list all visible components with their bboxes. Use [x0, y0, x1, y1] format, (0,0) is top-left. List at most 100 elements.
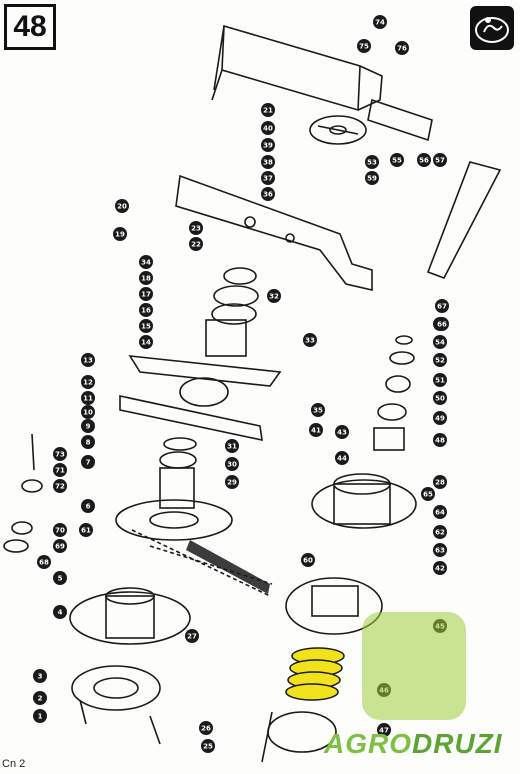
callout-bubble [81, 455, 95, 469]
callout-label: 15 [141, 323, 151, 331]
watermark-brand: AGRODRUZI [324, 728, 503, 760]
callout-label: 68 [39, 559, 49, 567]
callout-label: 26 [201, 725, 211, 733]
callout-bubble [139, 287, 153, 301]
callout-label: 30 [227, 461, 237, 469]
callout-bubble [335, 451, 349, 465]
callout-label: 43 [337, 429, 347, 437]
callout-bubble [81, 391, 95, 405]
callout-label: 57 [435, 157, 445, 165]
callout-bubble [115, 199, 129, 213]
callout-label: 51 [435, 377, 445, 385]
callout-label: 52 [435, 357, 445, 365]
callout-label: 25 [203, 743, 213, 751]
callout-bubble [53, 447, 67, 461]
callout-bubble [139, 271, 153, 285]
callout-bubble [373, 15, 387, 29]
callout-label: 31 [227, 443, 237, 451]
callout-label: 72 [55, 483, 65, 491]
callout-label: 18 [141, 275, 151, 283]
callout-label: 42 [435, 565, 445, 573]
callout-bubble [53, 479, 67, 493]
callout-bubble [433, 335, 447, 349]
callout-bubble [377, 723, 391, 737]
callout-label: 1 [38, 713, 43, 721]
callout-bubble [53, 539, 67, 553]
callout-bubble [435, 317, 449, 331]
callout-bubble [81, 375, 95, 389]
callout-label: 9 [86, 423, 91, 431]
callout-bubble [435, 299, 449, 313]
callout-label: 56 [419, 157, 429, 165]
callout-label: 62 [435, 529, 445, 537]
callout-bubble [433, 411, 447, 425]
callout-label: 12 [83, 379, 93, 387]
callout-bubble [261, 103, 275, 117]
callout-bubble [261, 187, 275, 201]
callout-label: 63 [435, 547, 445, 555]
callout-bubble [301, 553, 315, 567]
callout-bubble [79, 523, 93, 537]
callout-bubble [53, 571, 67, 585]
callout-label: 59 [367, 175, 377, 183]
callout-bubble [417, 153, 431, 167]
callout-bubble [113, 227, 127, 241]
callout-label: 74 [375, 19, 385, 27]
callout-label: 11 [83, 395, 93, 403]
callout-label: 69 [55, 543, 65, 551]
callout-label: 33 [305, 337, 315, 345]
callout-label: 8 [86, 439, 91, 447]
page-caption: Cn 2 [2, 758, 26, 770]
callout-label: 60 [303, 557, 313, 565]
callout-label: 61 [81, 527, 91, 535]
callout-label: 47 [379, 727, 389, 735]
brand-part-2: DRUZI [412, 728, 503, 759]
callout-label: 7 [86, 459, 91, 467]
callout-bubble [37, 555, 51, 569]
callout-label: 23 [191, 225, 201, 233]
callout-bubble [53, 463, 67, 477]
callout-bubble [81, 419, 95, 433]
callout-bubble [261, 155, 275, 169]
claas-logo-icon [470, 6, 514, 50]
callout-label: 3 [38, 673, 43, 681]
callout-label: 19 [115, 231, 125, 239]
page-number: 48 [4, 4, 56, 50]
callout-bubble [433, 525, 447, 539]
callout-bubble [225, 457, 239, 471]
callout-bubble [335, 425, 349, 439]
callout-label: 32 [269, 293, 279, 301]
callout-bubble [303, 333, 317, 347]
callout-label: 29 [227, 479, 237, 487]
callout-label: 66 [437, 321, 447, 329]
callout-label: 28 [435, 479, 445, 487]
callout-label: 64 [435, 509, 445, 517]
callout-label: 76 [397, 45, 407, 53]
callout-label: 22 [191, 241, 201, 249]
callout-bubble [225, 439, 239, 453]
callout-label: 71 [55, 467, 65, 475]
callout-bubble [33, 669, 47, 683]
callout-bubble [81, 405, 95, 419]
callout-bubble [139, 255, 153, 269]
callout-label: 65 [423, 491, 433, 499]
callout-bubble [365, 171, 379, 185]
callout-bubble [433, 391, 447, 405]
callout-bubble [199, 721, 213, 735]
callout-bubble [433, 543, 447, 557]
callout-bubble [139, 303, 153, 317]
callout-label: 20 [117, 203, 127, 211]
callout-bubble [225, 475, 239, 489]
callout-bubble [53, 523, 67, 537]
callout-bubble [139, 335, 153, 349]
callout-bubble [139, 319, 153, 333]
callout-label: 21 [263, 107, 273, 115]
combine-harvester-icon [362, 612, 466, 720]
callout-label: 35 [313, 407, 323, 415]
callout-label: 37 [263, 175, 273, 183]
callout-bubble [433, 433, 447, 447]
callout-label: 6 [86, 503, 91, 511]
callout-label: 36 [263, 191, 273, 199]
callout-bubble [185, 629, 199, 643]
